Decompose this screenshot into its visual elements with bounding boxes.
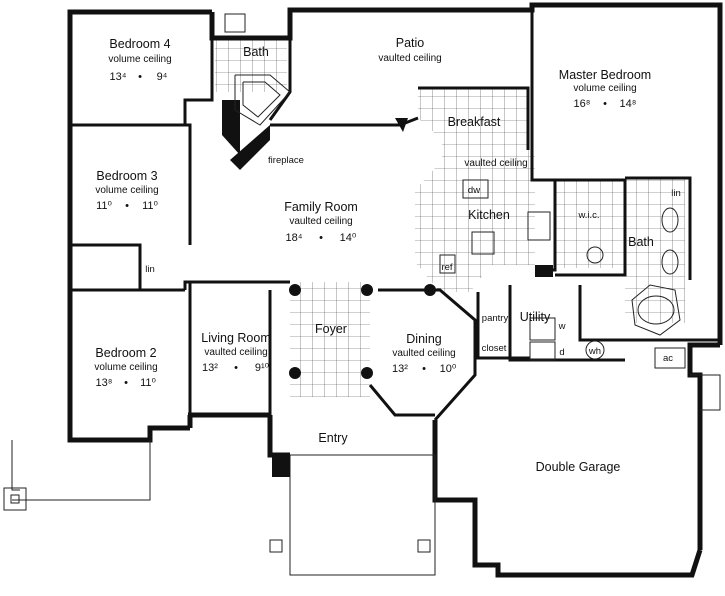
room-width: 11⁰ xyxy=(96,200,112,212)
room-width: 13⁸ xyxy=(96,377,113,389)
refrigerator-label: ref xyxy=(441,262,452,273)
room-depth: 9¹⁰ xyxy=(255,362,270,374)
dim-separator: • xyxy=(319,232,323,244)
room-name: Bedroom 4 xyxy=(109,37,170,51)
room-bath-master: Bath xyxy=(628,235,654,249)
room-utility: Utility xyxy=(520,310,551,324)
room-living: Living Room vaulted ceiling 13² • 9¹⁰ xyxy=(201,331,270,374)
dim-separator: • xyxy=(125,200,129,212)
fireplace-label: fireplace xyxy=(268,155,304,166)
dim-separator: • xyxy=(422,363,426,375)
linen-label-hall: lin xyxy=(145,264,155,275)
room-breakfast: Breakfast vaulted ceiling xyxy=(448,115,528,169)
water-heater-label: wh xyxy=(588,346,601,357)
room-ceiling: vaulted ceiling xyxy=(464,158,527,169)
room-name: Bath xyxy=(243,45,269,59)
room-bedroom3: Bedroom 3 volume ceiling 11⁰ • 11⁰ xyxy=(95,169,158,212)
ac-label: ac xyxy=(663,353,673,364)
room-name: Bedroom 2 xyxy=(95,346,156,360)
room-bedroom2: Bedroom 2 volume ceiling 13⁸ • 11⁰ xyxy=(94,346,157,389)
room-name: Master Bedroom xyxy=(559,68,651,82)
columns xyxy=(289,284,436,379)
room-name: Dining xyxy=(406,332,441,346)
tile-floors xyxy=(215,38,685,397)
closet-label: closet xyxy=(482,343,507,354)
room-patio: Patio vaulted ceiling xyxy=(378,36,441,64)
dishwasher-label: dw xyxy=(468,185,480,196)
room-bedroom4: Bedroom 4 volume ceiling 13⁴ • 9⁴ xyxy=(108,37,171,83)
room-master-bedroom: Master Bedroom volume ceiling 16⁸ • 14⁸ xyxy=(559,68,651,110)
room-depth: 14⁰ xyxy=(340,232,357,244)
room-ceiling: volume ceiling xyxy=(94,362,157,373)
room-width: 13⁴ xyxy=(110,71,127,83)
room-ceiling: volume ceiling xyxy=(573,83,636,94)
room-family: Family Room vaulted ceiling 18⁴ • 14⁰ xyxy=(284,200,358,244)
room-depth: 11⁰ xyxy=(140,377,156,389)
washer-label: w xyxy=(558,321,566,332)
room-width: 13² xyxy=(202,362,218,374)
room-entry: Entry xyxy=(318,431,348,445)
room-kitchen: Kitchen xyxy=(468,208,510,222)
room-ceiling: volume ceiling xyxy=(108,54,171,65)
dim-separator: • xyxy=(603,98,607,110)
room-foyer: Foyer xyxy=(315,322,347,336)
room-width: 16⁸ xyxy=(574,98,591,110)
room-name: Bedroom 3 xyxy=(96,169,157,183)
room-name: Living Room xyxy=(201,331,270,345)
room-depth: 14⁸ xyxy=(620,98,637,110)
linen-label-master: lin xyxy=(671,188,681,199)
room-name: Patio xyxy=(396,36,425,50)
room-ceiling: vaulted ceiling xyxy=(204,347,267,358)
dim-separator: • xyxy=(234,362,238,374)
room-ceiling: vaulted ceiling xyxy=(378,53,441,64)
room-ceiling: vaulted ceiling xyxy=(289,216,352,227)
fireplace-block xyxy=(222,74,291,170)
room-depth: 11⁰ xyxy=(142,200,158,212)
dim-separator: • xyxy=(124,377,128,389)
room-dining: Dining vaulted ceiling 13² • 10⁰ xyxy=(392,332,457,375)
dim-separator: • xyxy=(138,71,142,83)
room-ceiling: volume ceiling xyxy=(95,185,158,196)
room-name: Family Room xyxy=(284,200,358,214)
room-depth: 9⁴ xyxy=(157,71,168,83)
room-width: 13² xyxy=(392,363,408,375)
dryer-label: d xyxy=(559,347,564,358)
room-name: Breakfast xyxy=(448,115,501,129)
room-ceiling: vaulted ceiling xyxy=(392,348,455,359)
room-width: 18⁴ xyxy=(286,232,303,244)
entry-porch xyxy=(3,440,436,576)
room-bath-top: Bath xyxy=(243,45,269,59)
room-depth: 10⁰ xyxy=(440,363,457,375)
walk-in-closet-label: w.i.c. xyxy=(577,210,599,221)
exterior-walls xyxy=(67,2,723,578)
pantry-label: pantry xyxy=(482,313,509,324)
fixtures xyxy=(224,13,686,369)
room-double-garage: Double Garage xyxy=(536,460,621,474)
